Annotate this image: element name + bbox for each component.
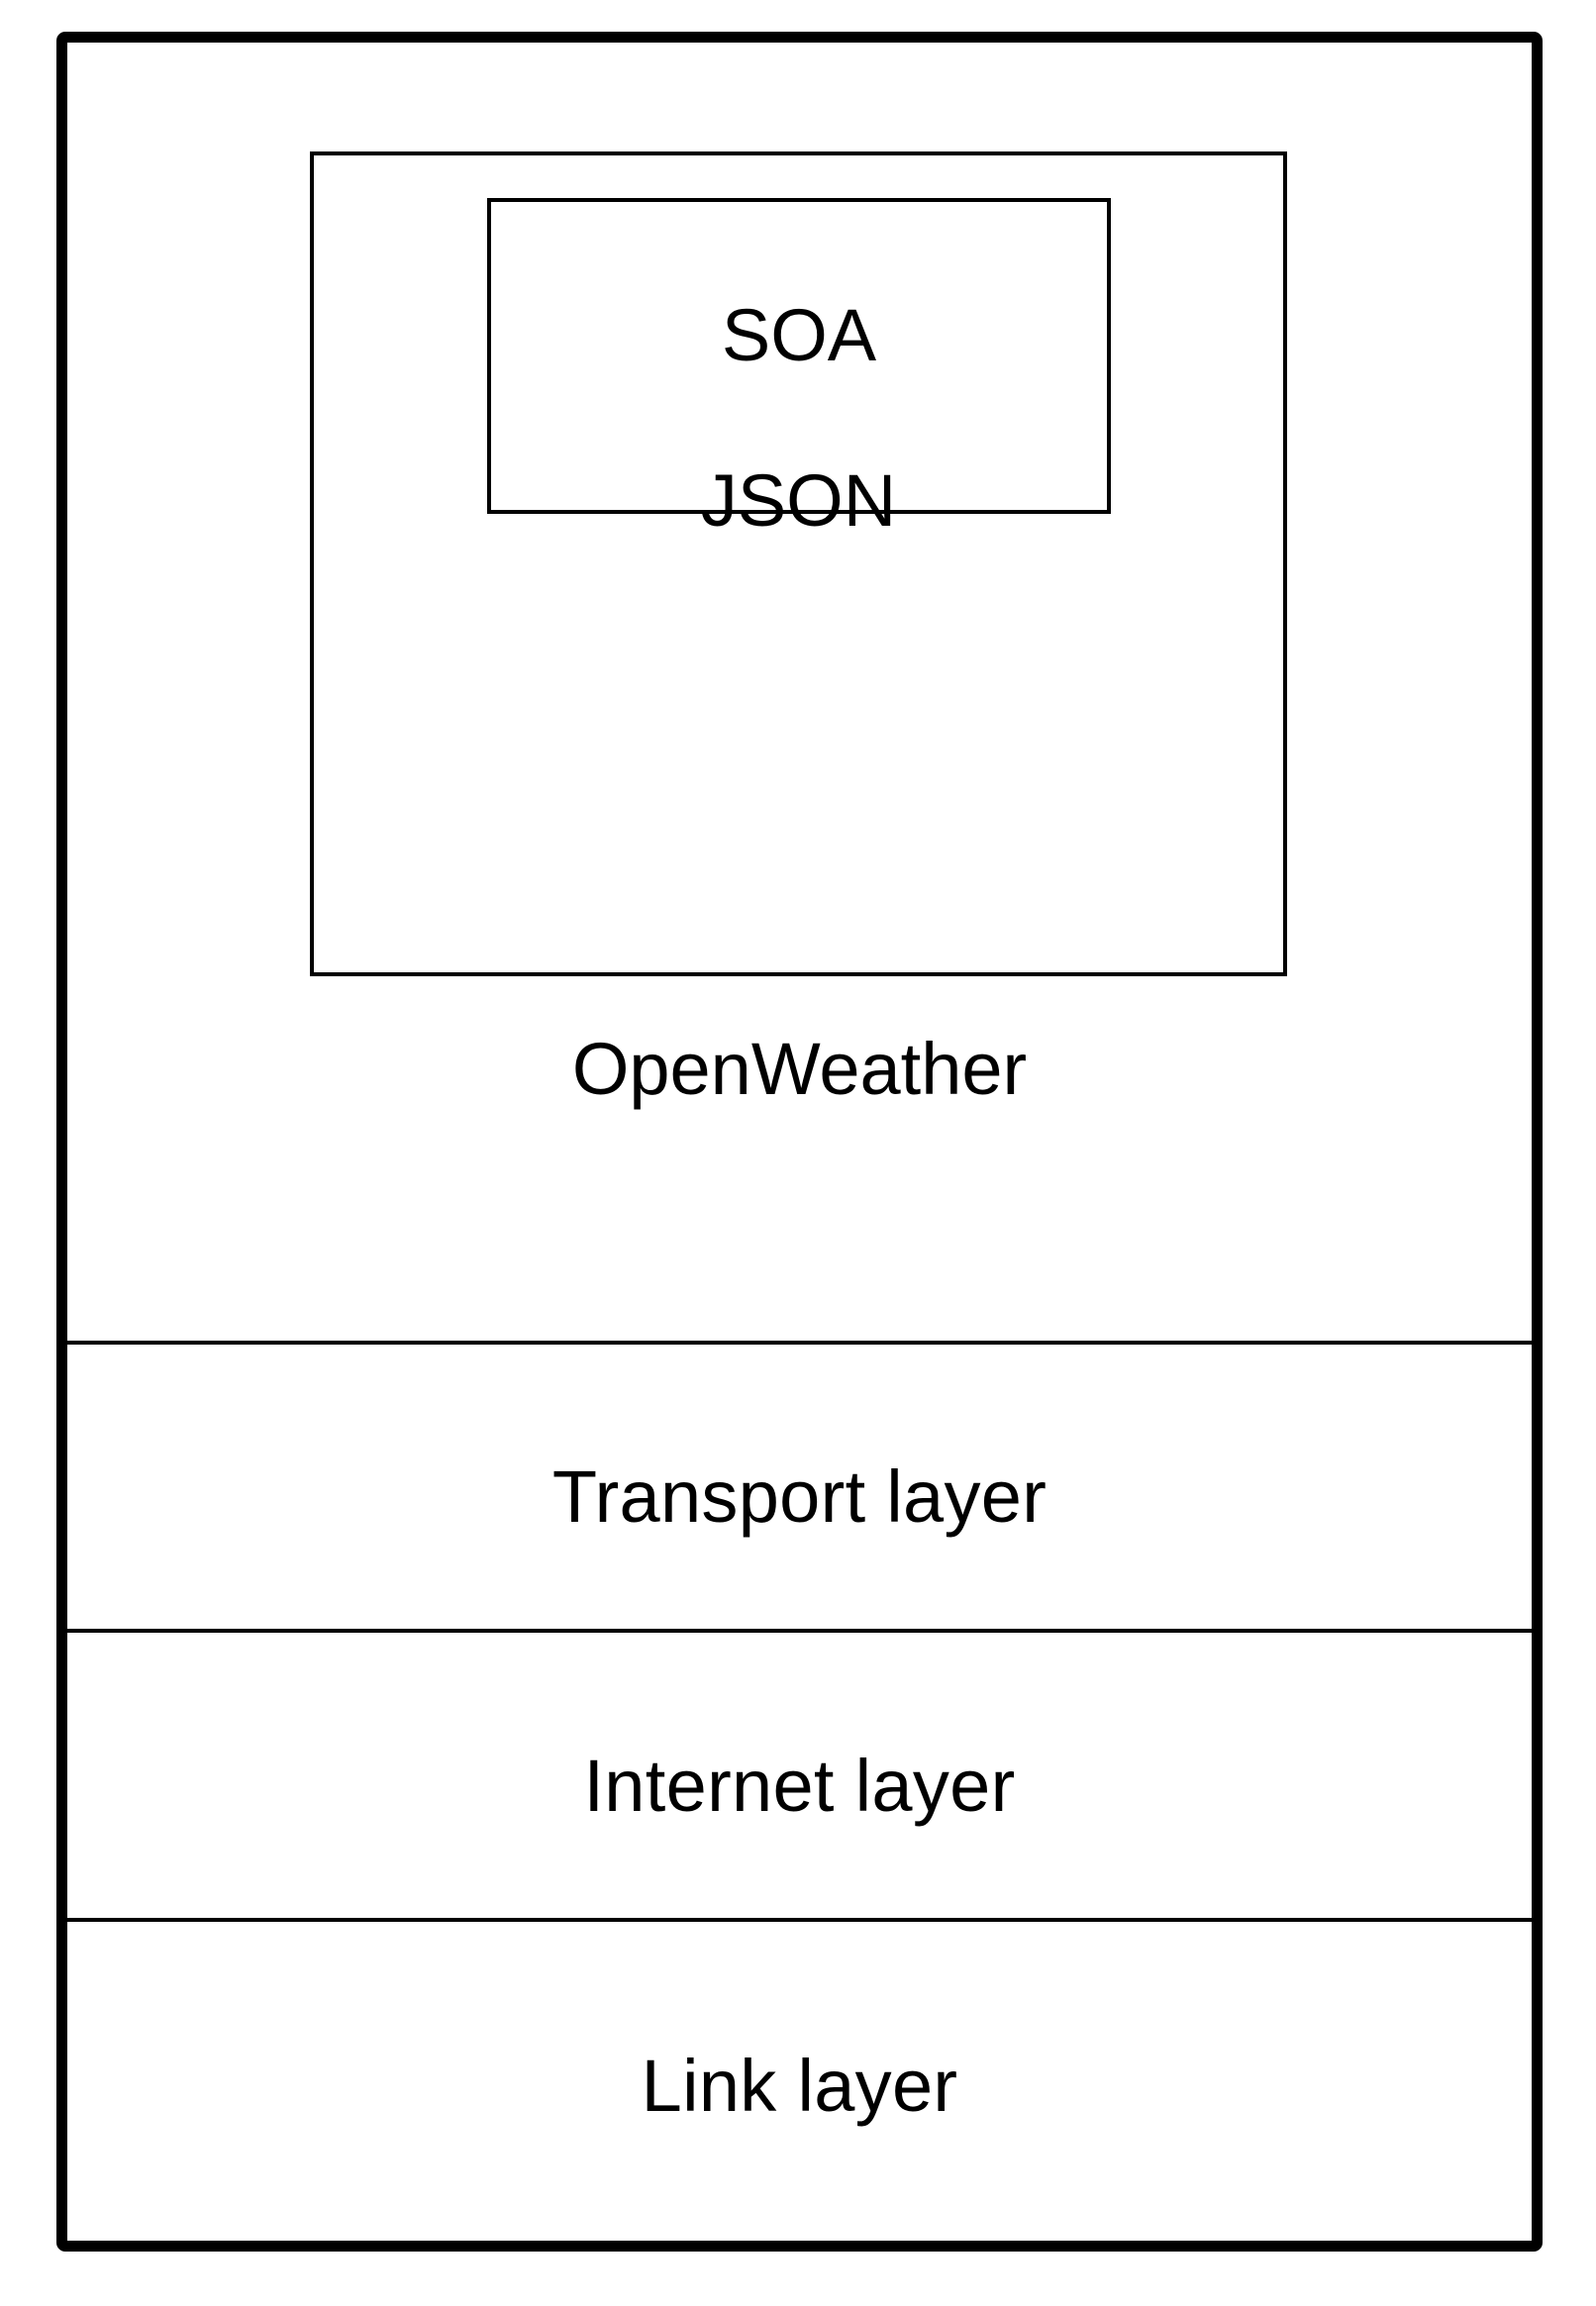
transport-layer-label: Transport layer	[551, 1455, 1047, 1538]
soa-label: SOA	[721, 294, 877, 376]
openweather-label: OpenWeather	[571, 1028, 1028, 1110]
soa-box: SOA	[487, 198, 1111, 514]
link-layer-label: Link layer	[641, 2045, 958, 2127]
json-box: SOA JSON	[310, 151, 1287, 976]
layer-row-application: SOA JSON OpenWeather	[67, 43, 1532, 1341]
internet-layer-label: Internet layer	[583, 1745, 1016, 1827]
protocol-stack-outer-box: SOA JSON OpenWeather Transport layer Int…	[56, 32, 1543, 2252]
layer-row-link: Link layer	[67, 1918, 1532, 2241]
layer-row-transport: Transport layer	[67, 1341, 1532, 1629]
layer-row-internet: Internet layer	[67, 1629, 1532, 1918]
json-label: JSON	[700, 459, 897, 542]
